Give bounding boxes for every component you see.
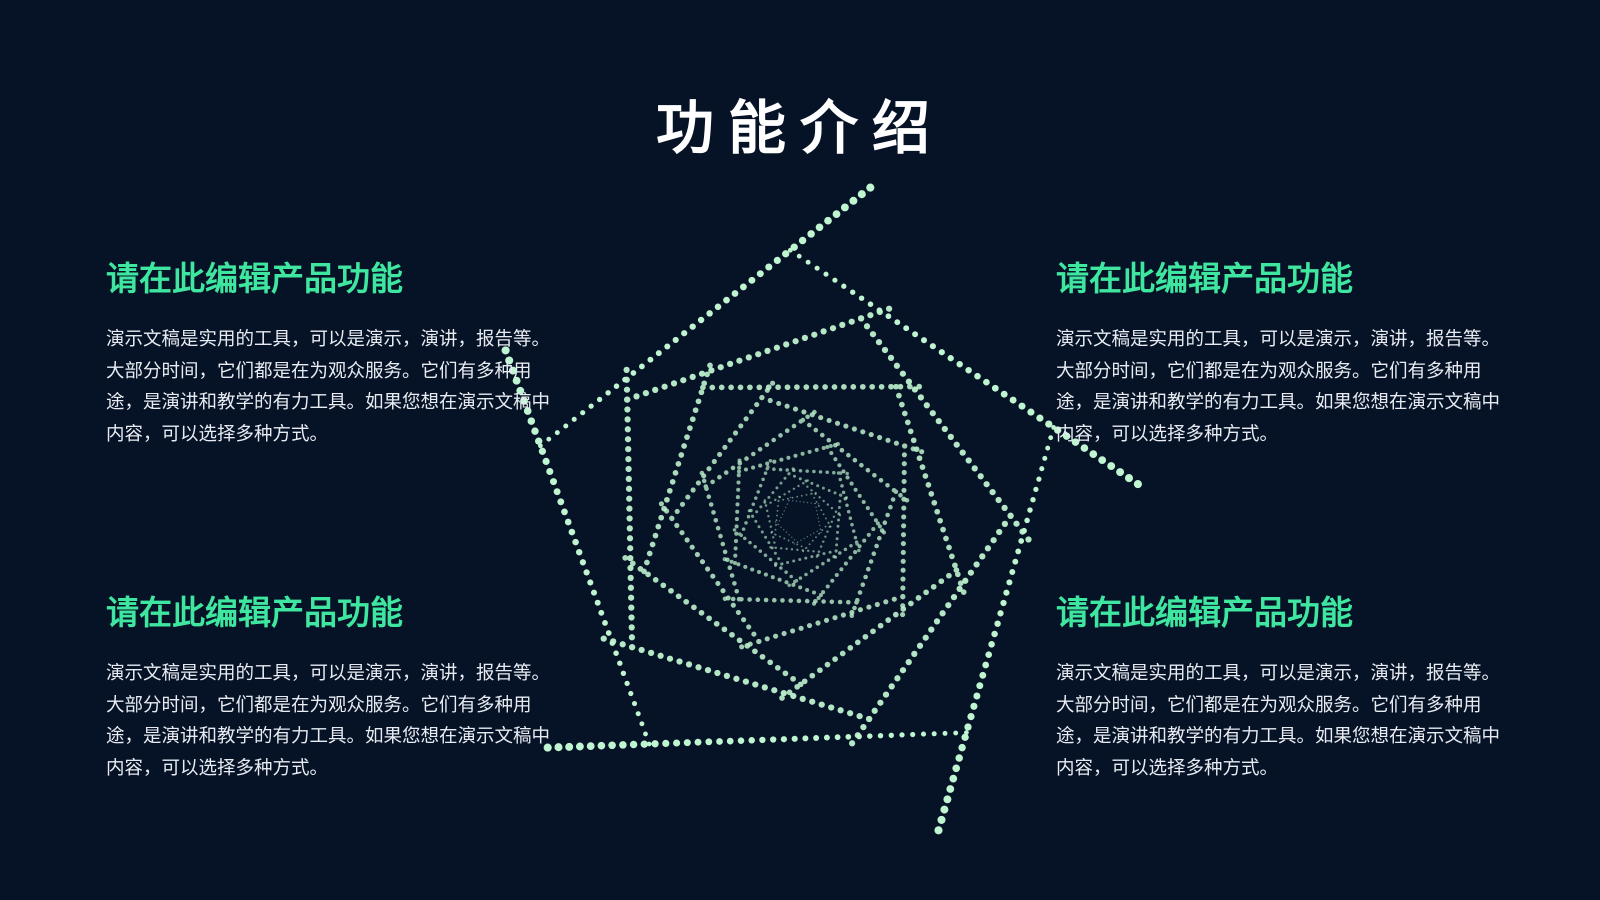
- feature-block-bottom-right: 请在此编辑产品功能 演示文稿是实用的工具，可以是演示，演讲，报告等。大部分时间，…: [1056, 590, 1506, 784]
- feature-description: 演示文稿是实用的工具，可以是演示，演讲，报告等。大部分时间，它们都是在为观众服务…: [1056, 329, 1501, 445]
- feature-block-top-left: 请在此编辑产品功能 演示文稿是实用的工具，可以是演示，演讲，报告等。大部分时间，…: [106, 256, 556, 450]
- vortex-ring: [658, 380, 925, 650]
- vortex-ring: [622, 362, 967, 701]
- vortex-ring: [774, 496, 822, 545]
- feature-description: 演示文稿是实用的工具，可以是演示，演讲，报告等。大部分时间，它们都是在为观众服务…: [106, 663, 551, 779]
- feature-description: 演示文稿是实用的工具，可以是演示，演讲，报告等。大部分时间，它们都是在为观众服务…: [106, 329, 551, 445]
- vortex-ring: [747, 467, 848, 567]
- feature-heading: 请在此编辑产品功能: [106, 593, 403, 632]
- feature-description: 演示文稿是实用的工具，可以是演示，演讲，报告等。大部分时间，它们都是在为观众服务…: [1056, 663, 1501, 779]
- feature-block-top-right: 请在此编辑产品功能 演示文稿是实用的工具，可以是演示，演讲，报告等。大部分时间，…: [1056, 256, 1506, 450]
- vortex-ring: [600, 305, 1032, 747]
- vortex-ring: [722, 441, 887, 606]
- feature-heading: 请在此编辑产品功能: [1056, 593, 1353, 632]
- feature-heading: 请在此编辑产品功能: [1056, 259, 1353, 298]
- vortex-ring: [763, 479, 842, 558]
- feature-heading: 请在此编辑产品功能: [106, 259, 403, 298]
- vortex-ring: [699, 409, 910, 619]
- vortex-ring: [732, 459, 861, 588]
- vortex-ring: [501, 183, 1142, 835]
- vortex-ring: [770, 491, 832, 553]
- page-title: 功能介绍: [655, 94, 944, 162]
- feature-block-bottom-left: 请在此编辑产品功能 演示文稿是实用的工具，可以是演示，演讲，报告等。大部分时间，…: [106, 590, 556, 784]
